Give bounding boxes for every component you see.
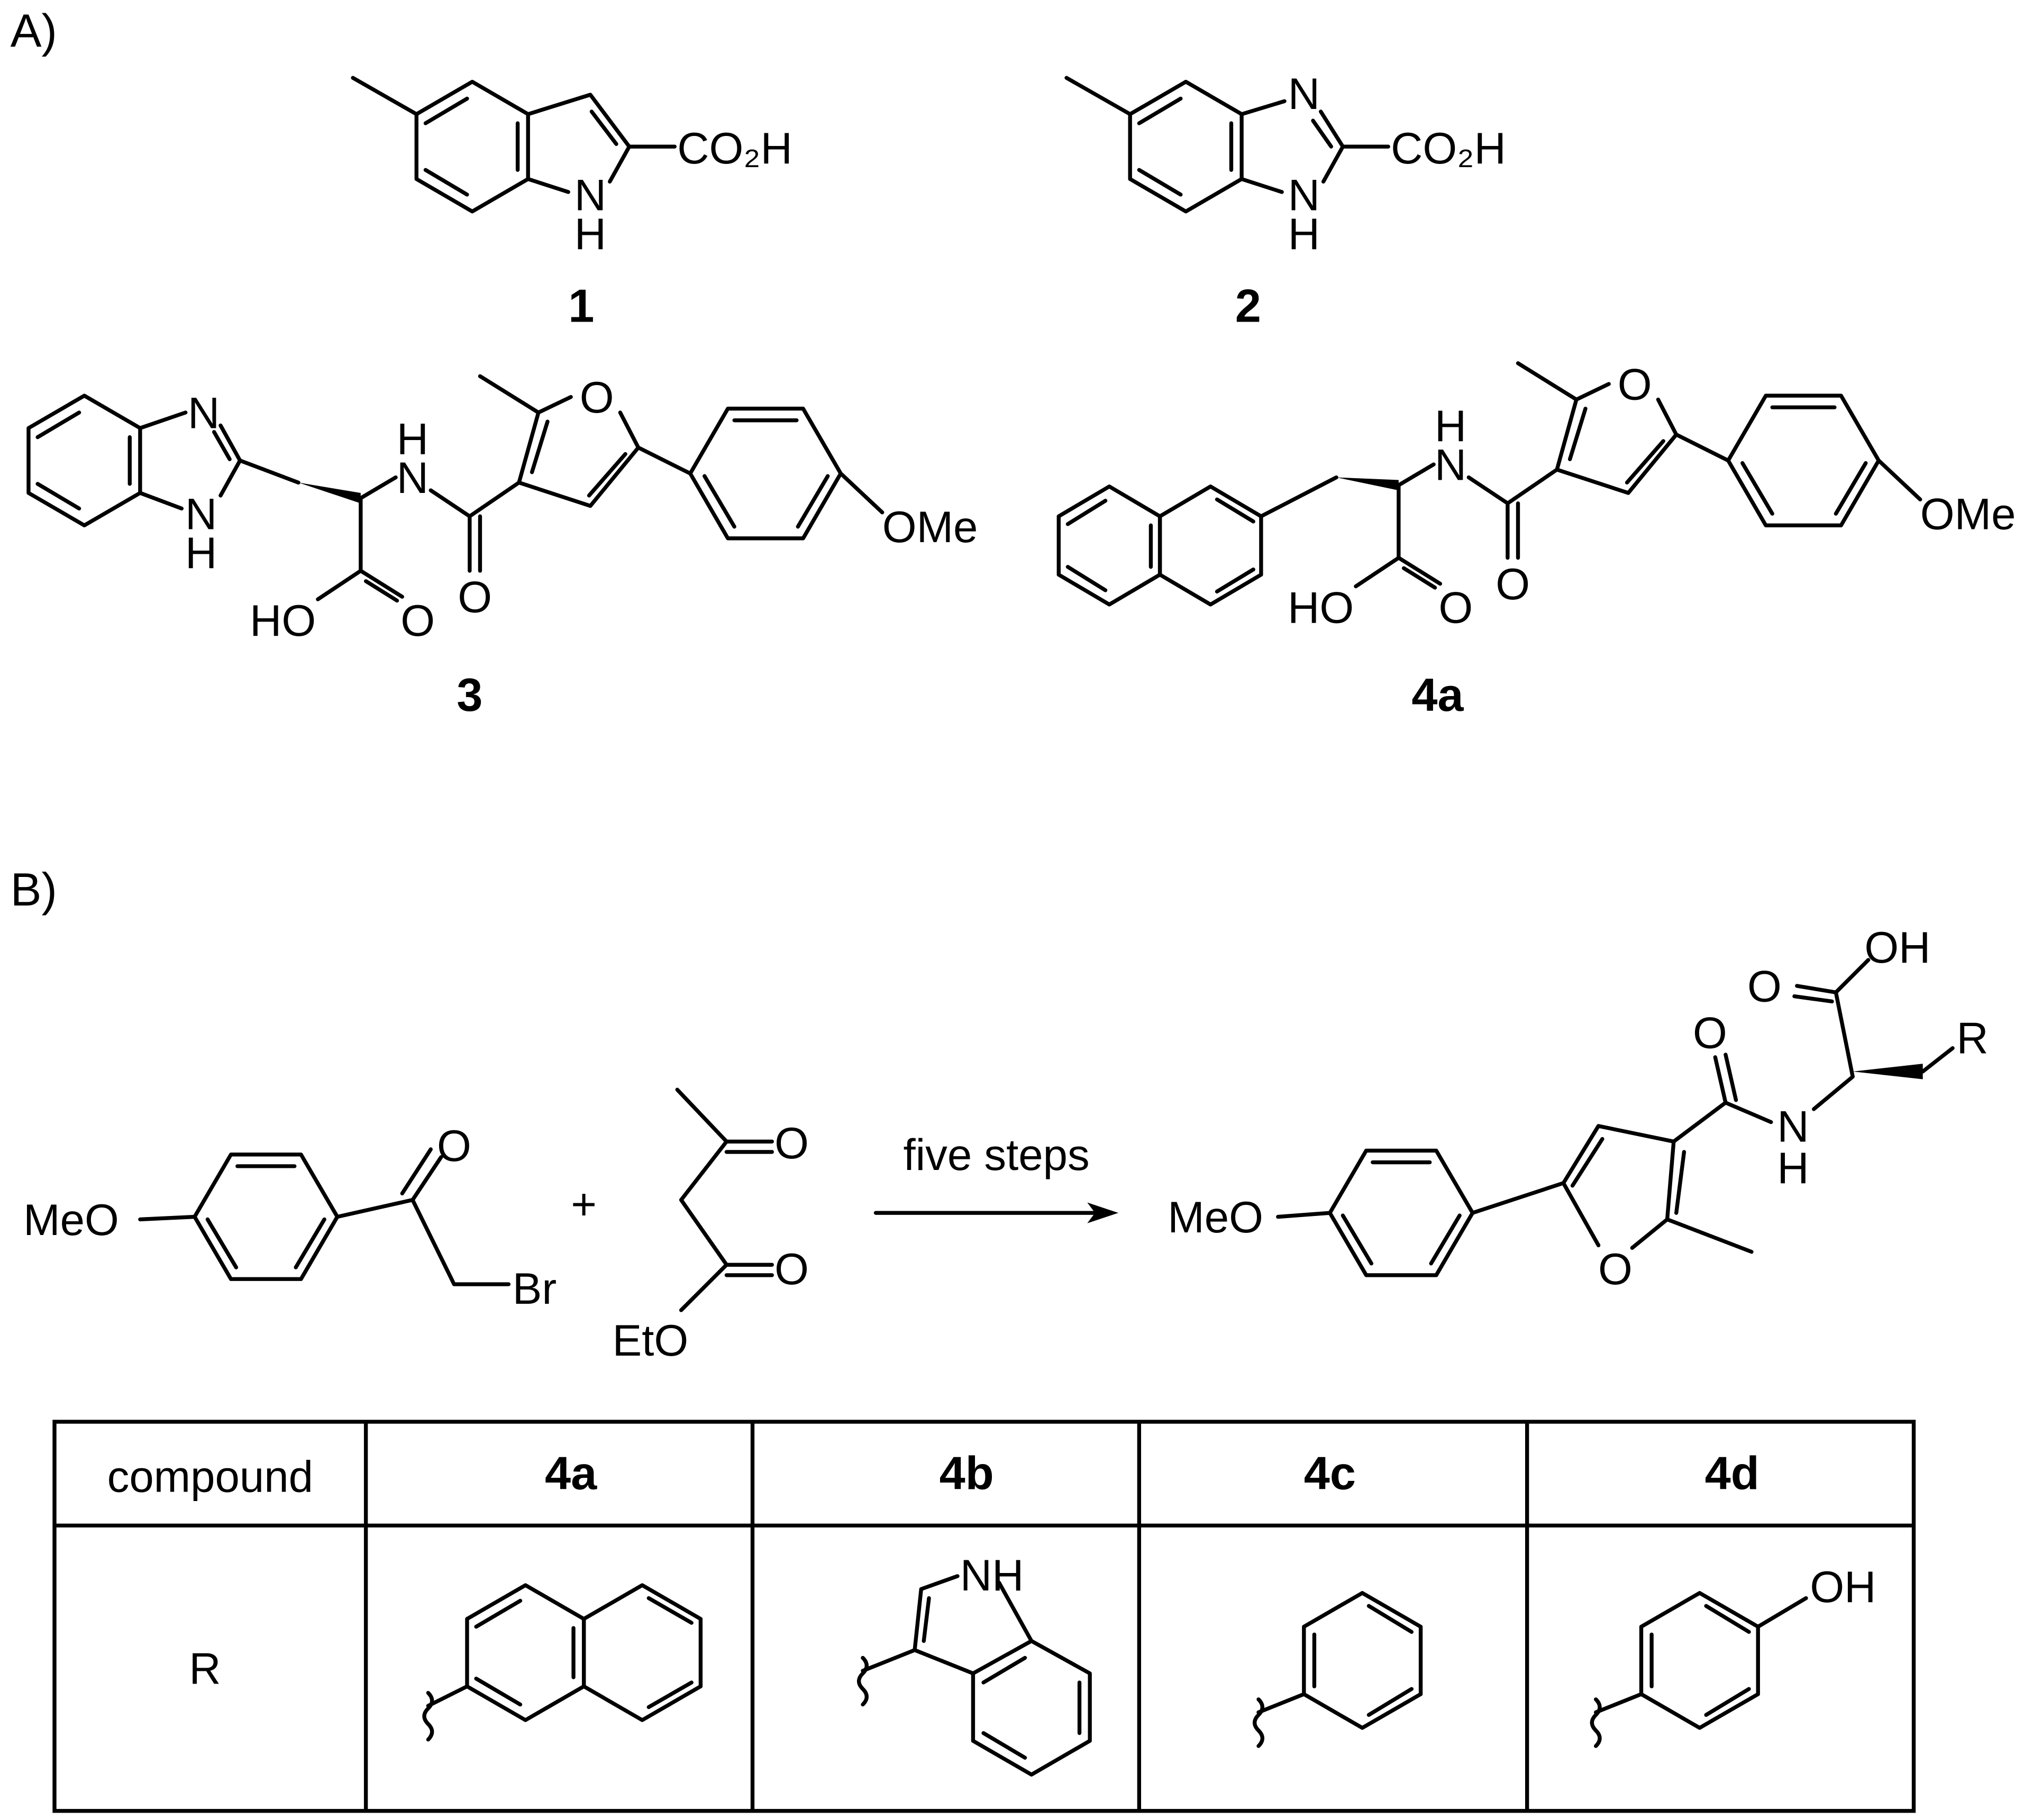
hydrogen-label: H bbox=[575, 209, 606, 259]
plus-sign: + bbox=[571, 1179, 597, 1229]
nitrogen-label: N bbox=[397, 453, 428, 502]
compound-2-structure: N CO₂H N H 2 bbox=[1064, 69, 1506, 332]
table-row-label-r: R bbox=[189, 1644, 221, 1693]
table-header-compound: compound bbox=[107, 1452, 313, 1501]
hydrogen-label: H bbox=[397, 414, 428, 463]
wavy-bond bbox=[856, 1656, 869, 1707]
r-group-label: R bbox=[1956, 1014, 1988, 1063]
nh-label: NH bbox=[960, 1551, 1024, 1600]
wavy-bond bbox=[422, 1690, 434, 1742]
nitrogen-label: N bbox=[1435, 440, 1466, 489]
nitrogen-label: N bbox=[575, 170, 606, 220]
compound-label-4a: 4a bbox=[1411, 669, 1464, 721]
nitrogen-label: N bbox=[1288, 170, 1320, 220]
oxygen-label: O bbox=[1598, 1245, 1633, 1294]
compound-3-structure: N N H N H HO O O O OMe 3 bbox=[26, 373, 978, 721]
panel-b-label: B) bbox=[11, 863, 57, 916]
oxygen-label: O bbox=[580, 373, 614, 422]
compound-label-1: 1 bbox=[568, 279, 594, 332]
hydrogen-label: H bbox=[1435, 401, 1466, 451]
oxygen-label: O bbox=[774, 1245, 809, 1294]
oxygen-label: O bbox=[437, 1121, 471, 1170]
carboxylic-acid-label: CO₂H bbox=[677, 124, 792, 173]
table-header-4b: 4b bbox=[940, 1447, 994, 1499]
substituent-table: compound 4a 4b 4c 4d R NH bbox=[52, 1420, 1916, 1813]
nitrogen-label: N bbox=[185, 490, 217, 539]
hydroxyphenyl-substituent: OH bbox=[1590, 1562, 1876, 1748]
hydrogen-label: H bbox=[1288, 209, 1320, 259]
oxygen-label: O bbox=[400, 596, 435, 645]
table-header-4a: 4a bbox=[545, 1447, 597, 1499]
compound-label-2: 2 bbox=[1235, 279, 1261, 332]
ethoxy-label: EtO bbox=[613, 1316, 689, 1365]
hydroxyl-label: HO bbox=[1288, 583, 1354, 632]
wedge-bond bbox=[298, 482, 361, 504]
table-header-4c: 4c bbox=[1304, 1447, 1356, 1499]
methoxy-label: MeO bbox=[1168, 1193, 1263, 1242]
oxygen-label: O bbox=[774, 1119, 809, 1168]
bromine-label: Br bbox=[513, 1264, 557, 1313]
wedge-bond bbox=[1853, 1064, 1923, 1080]
oxygen-label: O bbox=[1618, 360, 1652, 409]
hydroxyl-label: HO bbox=[250, 596, 316, 645]
wavy-bond bbox=[1252, 1697, 1264, 1748]
carboxylic-acid-label: CO₂H bbox=[1391, 124, 1506, 173]
phenyl-substituent bbox=[1252, 1591, 1423, 1748]
indolyl-substituent: NH bbox=[856, 1551, 1092, 1777]
hydroxyl-label: OH bbox=[1864, 923, 1930, 972]
oxygen-label: O bbox=[1747, 962, 1782, 1011]
methoxy-label: MeO bbox=[23, 1195, 119, 1245]
hydroxyl-label: OH bbox=[1810, 1562, 1876, 1612]
ethyl-acetoacetate-structure: O O EtO bbox=[613, 1087, 809, 1365]
wavy-bond bbox=[1590, 1697, 1602, 1748]
nitrogen-label: N bbox=[1777, 1102, 1809, 1151]
arrowhead bbox=[1087, 1202, 1119, 1223]
compound-4a-structure: N H HO O O O OMe 4a bbox=[1056, 360, 2016, 721]
bromoacetophenone-structure: MeO O Br bbox=[23, 1121, 557, 1313]
hydrogen-label: H bbox=[185, 528, 217, 578]
nitrogen-label: N bbox=[188, 388, 220, 437]
nitrogen-label: N bbox=[1288, 69, 1320, 118]
table-header-4d: 4d bbox=[1705, 1447, 1759, 1499]
wedge-bond bbox=[1336, 477, 1399, 491]
methoxy-label: OMe bbox=[1920, 490, 2016, 539]
oxygen-label: O bbox=[1496, 560, 1530, 609]
oxygen-label: O bbox=[1693, 1009, 1727, 1058]
oxygen-label: O bbox=[458, 573, 492, 622]
panel-a-label: A) bbox=[11, 4, 57, 57]
oxygen-label: O bbox=[1438, 583, 1473, 632]
naphthyl-substituent bbox=[422, 1583, 703, 1742]
product-structure: MeO O O N H O OH R bbox=[1168, 923, 1988, 1294]
compound-label-3: 3 bbox=[457, 669, 482, 721]
hydrogen-label: H bbox=[1777, 1144, 1809, 1193]
compound-1-structure: CO₂H N H 1 bbox=[351, 76, 792, 332]
arrow-label: five steps bbox=[903, 1130, 1089, 1179]
methoxy-label: OMe bbox=[882, 502, 978, 552]
